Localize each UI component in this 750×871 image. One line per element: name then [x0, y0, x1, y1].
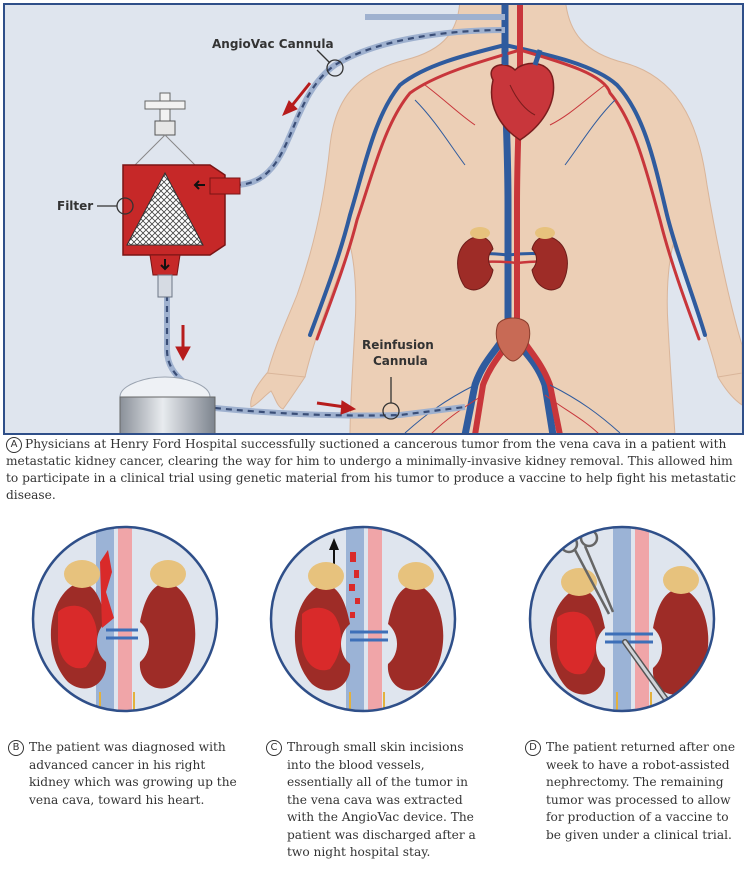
aorta-b	[118, 527, 132, 711]
caption-d: D The patient returned after one week to…	[525, 739, 741, 844]
caption-c-text: Through small skin incisions into the bl…	[287, 740, 476, 859]
collection-canister	[119, 376, 216, 433]
angiovac-diagram	[97, 5, 742, 433]
angiovac-cannula-tube	[234, 14, 506, 188]
aorta-d	[635, 527, 649, 711]
adrenal-b-left	[64, 560, 100, 588]
reinfusion-label-line1: Reinfusion	[362, 338, 434, 352]
caption-b-text: The patient was diagnosed with advanced …	[29, 740, 237, 807]
caption-d-letter: D	[525, 740, 541, 756]
filter-device	[122, 92, 241, 298]
heart	[490, 49, 555, 141]
caption-d-text: The patient returned after one week to h…	[546, 740, 736, 842]
kidney-c-right	[387, 584, 444, 691]
bladder	[495, 317, 531, 362]
tumor-b-cava	[100, 550, 114, 628]
aorta-c	[368, 527, 382, 711]
caption-c: C Through small skin incisions into the …	[266, 739, 484, 862]
tumor-c-kidney	[302, 607, 342, 671]
vena-cava-c	[346, 527, 364, 711]
kidney-d-right	[652, 588, 709, 695]
adrenal-c-right	[398, 562, 434, 590]
main-illustration: AngioVac Cannula Filter Reinfusion Cannu…	[3, 3, 744, 435]
kidney-b-right	[139, 582, 196, 689]
kidney-left	[457, 227, 494, 291]
kidney-right	[531, 227, 568, 291]
hand-left	[250, 372, 306, 410]
tumor-b-kidney	[58, 605, 98, 669]
caption-a-text: Physicians at Henry Ford Hospital succes…	[6, 437, 736, 502]
panel-c-illustration	[269, 525, 457, 713]
flow-arrows	[175, 82, 357, 415]
tumor-c-fragments	[349, 552, 360, 618]
caption-b: B The patient was diagnosed with advance…	[8, 739, 244, 809]
tumor-d-kidney	[557, 611, 597, 675]
reinfusion-label-line2: Cannula	[373, 354, 428, 368]
panel-d-illustration	[528, 525, 716, 713]
caption-b-letter: B	[8, 740, 24, 756]
adrenal-d-right	[663, 566, 699, 594]
angiovac-cannula-label: AngioVac Cannula	[212, 37, 334, 51]
adrenal-b-right	[150, 560, 186, 588]
panel-b-illustration	[31, 525, 219, 713]
reinfusion-tube	[214, 404, 466, 419]
caption-a-letter: A	[6, 437, 22, 453]
caption-c-letter: C	[266, 740, 282, 756]
filter-label: Filter	[57, 199, 94, 213]
callout-markers	[97, 49, 400, 420]
hand-right	[717, 372, 742, 406]
vena-cava-d	[613, 527, 631, 711]
adrenal-c-left	[308, 562, 344, 590]
